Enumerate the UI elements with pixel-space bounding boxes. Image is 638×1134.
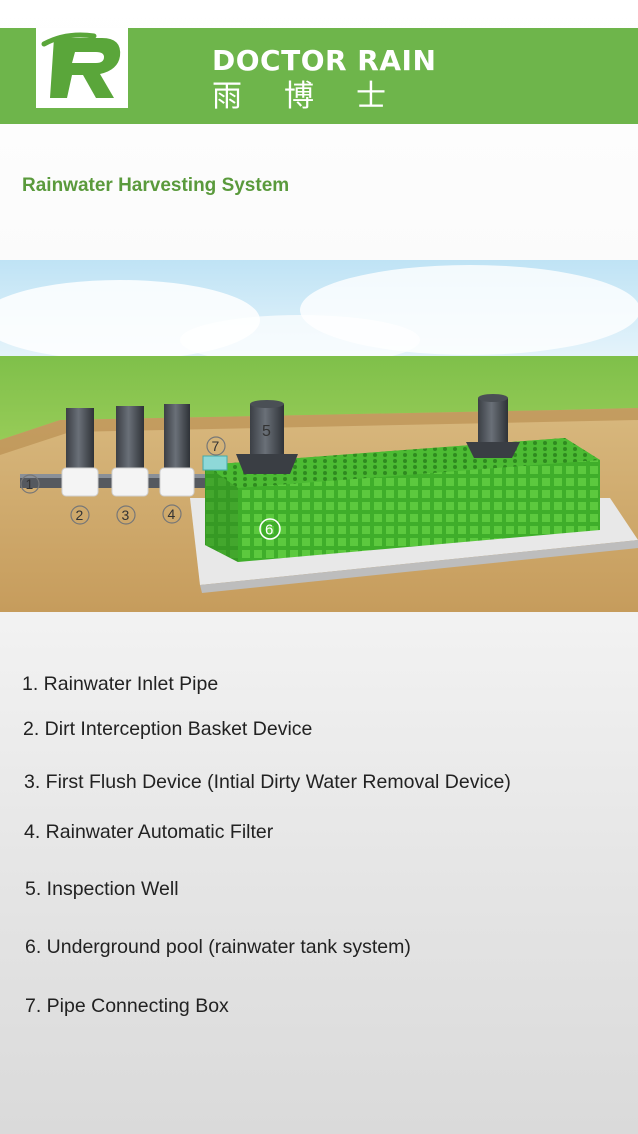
legend-item-automatic-filter: 4. Rainwater Automatic Filter xyxy=(24,821,274,843)
svg-text:2: 2 xyxy=(76,507,84,523)
svg-text:5: 5 xyxy=(262,423,271,440)
pipe-connecting-box xyxy=(202,455,228,471)
inspection-well xyxy=(236,400,298,474)
callout-2: 2 xyxy=(70,505,90,525)
brand-name-english: DOCTOR RAIN xyxy=(212,44,437,77)
svg-text:6: 6 xyxy=(265,522,273,539)
callout-5: 5 xyxy=(262,423,271,440)
legend-item-inspection-well: 5. Inspection Well xyxy=(25,878,179,900)
callout-3: 3 xyxy=(116,505,136,525)
logo-r-icon xyxy=(41,32,121,98)
callout-7: 7 xyxy=(206,436,226,456)
device-first-flush xyxy=(111,406,149,497)
legend-item-dirt-interception-basket: 2. Dirt Interception Basket Device xyxy=(23,718,313,740)
underground-tank-side xyxy=(205,465,238,562)
brand-name-chinese: 雨博士 xyxy=(212,79,428,114)
legend-item-rainwater-inlet-pipe: 1. Rainwater Inlet Pipe xyxy=(22,673,219,695)
header-banner: DOCTOR RAIN 雨博士 xyxy=(0,28,638,124)
logo xyxy=(36,28,128,108)
legend-item-underground-pool: 6. Underground pool (rainwater tank syst… xyxy=(25,936,411,958)
concrete-base-edge xyxy=(200,540,638,593)
callout-4: 4 xyxy=(162,504,182,524)
device-dirt-interception-basket xyxy=(61,408,99,497)
svg-text:7: 7 xyxy=(212,438,220,454)
cloud xyxy=(180,315,420,365)
inspection-well-secondary xyxy=(466,394,520,458)
legend-item-pipe-connecting-box: 7. Pipe Connecting Box xyxy=(25,995,229,1017)
callout-1: 1 xyxy=(20,474,40,494)
system-illustration: 1 2 3 4 5 6 7 xyxy=(0,260,638,612)
svg-text:3: 3 xyxy=(122,507,130,523)
legend-item-first-flush-device: 3. First Flush Device (Intial Dirty Wate… xyxy=(24,771,511,793)
svg-text:1: 1 xyxy=(26,476,34,492)
callout-6: 6 xyxy=(259,518,281,540)
section-title: Rainwater Harvesting System xyxy=(22,175,290,196)
device-automatic-filter xyxy=(159,404,195,497)
svg-text:4: 4 xyxy=(168,506,176,522)
